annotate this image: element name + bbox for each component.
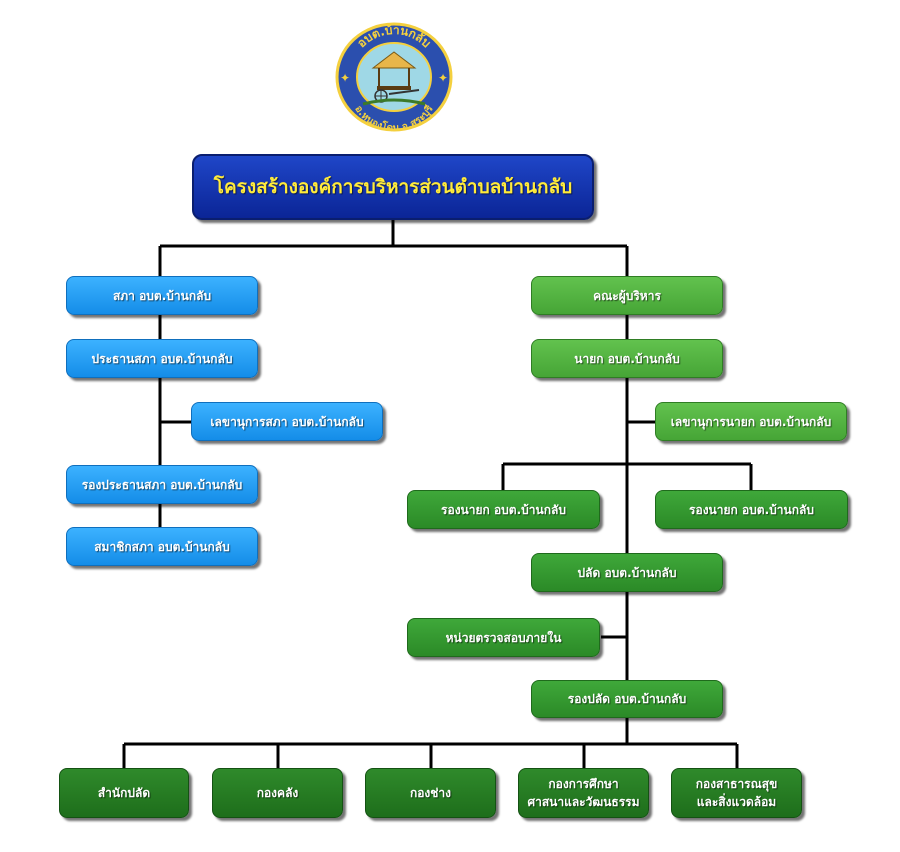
deputy-mayor-right-box: รองนายก อบต.บ้านกลับ	[655, 490, 848, 529]
division-label-line1: กองคลัง	[256, 786, 299, 800]
chart-title-text: โครงสร้างองค์การบริหารส่วนตำบลบ้านกลับ	[213, 175, 573, 198]
mayor-label: นายก อบต.บ้านกลับ	[574, 351, 680, 366]
council-secretary-label: เลขานุการสภา อบต.บ้านกลับ	[210, 414, 364, 429]
council-vice-president-box: รองประธานสภา อบต.บ้านกลับ	[66, 465, 258, 504]
division-label-line1: กองการศึกษา	[548, 777, 619, 791]
division-box: กองช่าง	[365, 768, 496, 818]
clerk-box: ปลัด อบต.บ้านกลับ	[531, 553, 723, 592]
division-box: กองสาธารณสุข และสิ่งแวดล้อม	[671, 768, 802, 818]
division-label-line2: ศาสนาและวัฒนธรรม	[527, 795, 640, 809]
council-head-box: สภา อบต.บ้านกลับ	[66, 276, 258, 315]
deputy-mayor-left-box: รองนายก อบต.บ้านกลับ	[407, 490, 600, 529]
executive-head-box: คณะผู้บริหาร	[531, 276, 723, 315]
internal-audit-box: หน่วยตรวจสอบภายใน	[407, 618, 600, 657]
chart-title: โครงสร้างองค์การบริหารส่วนตำบลบ้านกลับ	[192, 154, 594, 220]
deputy-mayor-right-label: รองนายก อบต.บ้านกลับ	[689, 502, 814, 517]
division-label-line2: และสิ่งแวดล้อม	[696, 795, 777, 809]
council-secretary-box: เลขานุการสภา อบต.บ้านกลับ	[191, 402, 383, 441]
division-label-line1: กองช่าง	[409, 786, 452, 800]
council-head-label: สภา อบต.บ้านกลับ	[112, 288, 212, 303]
svg-text:✦: ✦	[340, 71, 350, 85]
council-vice-president-label: รองประธานสภา อบต.บ้านกลับ	[81, 477, 243, 492]
division-box: กองการศึกษา ศาสนาและวัฒนธรรม	[518, 768, 649, 818]
svg-text:✦: ✦	[438, 71, 448, 85]
division-box: กองคลัง	[212, 768, 343, 818]
deputy-mayor-left-label: รองนายก อบต.บ้านกลับ	[441, 502, 566, 517]
clerk-label: ปลัด อบต.บ้านกลับ	[577, 565, 677, 580]
organization-seal-logo: อบต.บ้านกลับ อ.หนองโดน จ.สระบุรี ✦ ✦	[334, 21, 454, 134]
mayor-secretary-box: เลขานุการนายก อบต.บ้านกลับ	[655, 402, 847, 441]
division-label-line1: กองสาธารณสุข	[695, 777, 778, 791]
council-president-box: ประธานสภา อบต.บ้านกลับ	[66, 339, 258, 378]
division-label-line1: สำนักปลัด	[97, 786, 151, 800]
mayor-secretary-label: เลขานุการนายก อบต.บ้านกลับ	[670, 414, 832, 429]
council-member-box: สมาชิกสภา อบต.บ้านกลับ	[66, 527, 258, 566]
deputy-clerk-box: รองปลัด อบต.บ้านกลับ	[531, 680, 723, 718]
division-box: สำนักปลัด	[59, 768, 189, 818]
internal-audit-label: หน่วยตรวจสอบภายใน	[445, 630, 562, 645]
council-president-label: ประธานสภา อบต.บ้านกลับ	[91, 351, 233, 366]
council-member-label: สมาชิกสภา อบต.บ้านกลับ	[94, 539, 230, 554]
mayor-box: นายก อบต.บ้านกลับ	[531, 339, 723, 378]
executive-head-label: คณะผู้บริหาร	[593, 288, 661, 303]
deputy-clerk-label: รองปลัด อบต.บ้านกลับ	[567, 692, 687, 706]
